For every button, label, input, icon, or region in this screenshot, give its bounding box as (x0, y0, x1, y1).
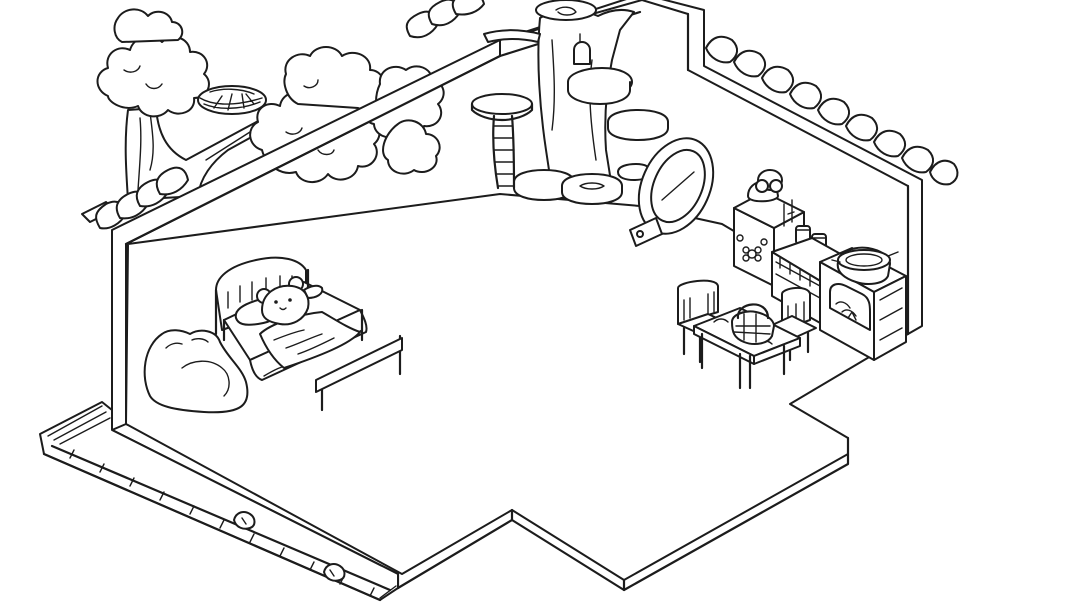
bean-bag (143, 329, 249, 414)
stump-platforms (513, 67, 669, 205)
teddy-bear (256, 276, 324, 326)
tree-stump-house (470, 0, 669, 205)
cooking-pot (831, 246, 899, 285)
paving-path (39, 401, 399, 602)
roof-tiles (81, 0, 959, 230)
round-window (629, 137, 715, 247)
stepping-stone (379, 585, 397, 599)
chair-right (769, 287, 817, 362)
basket (731, 303, 775, 345)
bird-nest (197, 85, 267, 115)
hanging-platform (470, 93, 534, 122)
rope-ladder (492, 114, 516, 190)
roof-tiles-right (705, 35, 959, 186)
flower-decoration (736, 234, 768, 262)
